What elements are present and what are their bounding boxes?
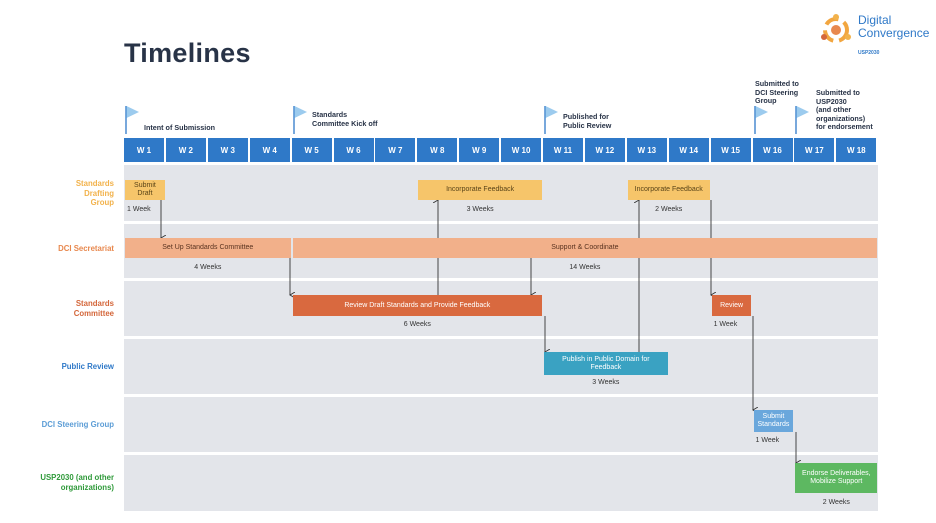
logo-icon (821, 14, 851, 43)
milestone-label-line: Published for (563, 112, 609, 121)
logo-text-digital: Digital (858, 13, 892, 27)
task-bar: Incorporate Feedback (418, 180, 542, 200)
milestone-label-line: (and other (816, 105, 852, 114)
swimlane-band (124, 455, 878, 511)
swimlane-label: DCI Steering Group (41, 420, 114, 429)
task-bar: Review Draft Standards and Provide Feedb… (292, 295, 542, 316)
week-header-cell: W 14 (668, 138, 709, 162)
swimlane-label: Public Review (61, 362, 114, 371)
week-header-cell: W 5 (291, 138, 332, 162)
week-header-cell: W 9 (459, 138, 500, 162)
week-header-cell: W 17 (794, 138, 835, 162)
task-bar: Incorporate Feedback (627, 180, 710, 200)
task-bar: Submit Standards (753, 410, 794, 432)
swimlane-label: Standards Drafting Group (75, 179, 114, 207)
task-bar: Support & Coordinate (292, 238, 878, 258)
logo-text-sub: USP2030 (858, 50, 880, 56)
week-header-cell: W 8 (417, 138, 458, 162)
week-header-cell: W 4 (249, 138, 290, 162)
task-bar: Set Up Standards Committee (125, 238, 291, 258)
task-duration: 1 Week (755, 437, 780, 444)
week-header-cell: W 13 (626, 138, 667, 162)
week-header-cell: W 2 (165, 138, 206, 162)
milestone-flag-icon (795, 106, 810, 134)
page-title: Timelines (124, 38, 251, 68)
task-duration: 1 Week (713, 321, 738, 328)
milestone-label-line: DCI Steering (755, 87, 799, 97)
task-duration: 2 Weeks (655, 206, 683, 213)
milestone-label-line: Submitted to (816, 88, 860, 97)
milestone-label-line: Submitted to (755, 79, 799, 88)
milestone-label-line: for endorsement (816, 122, 873, 131)
task-bar: Endorse Deliverables, Mobilize Support (795, 463, 878, 493)
logo: Digital Convergence USP2030 (818, 12, 930, 56)
week-header-cell: W 16 (752, 138, 793, 162)
milestone-flag-icon (125, 106, 139, 134)
week-header-cell: W 12 (584, 138, 625, 162)
milestone-flag-icon (544, 106, 558, 134)
milestone-flag-icon (292, 106, 307, 134)
task-duration: 6 Weeks (403, 321, 431, 328)
week-header-cell: W 18 (836, 138, 877, 162)
swimlane-label: USP2030 (and other organizations) (40, 473, 114, 492)
milestone-label-line: organizations) (816, 113, 866, 123)
milestone-flag-icon (753, 106, 768, 134)
logo-text-convergence: Convergence (858, 26, 930, 40)
swimlane-label: DCI Secretariat (58, 244, 114, 253)
task-bar: Submit Draft (125, 180, 165, 200)
week-header-cell: W 3 (207, 138, 248, 162)
task-duration: 14 Weeks (569, 264, 601, 271)
task-bar: Publish in Public Domain for Feedback (544, 352, 668, 375)
milestone-label-line: USP2030 (816, 96, 847, 106)
milestone-label-line: Group (755, 96, 777, 105)
week-header-cell: W 7 (375, 138, 416, 162)
week-header-cell: W 11 (543, 138, 583, 162)
swimlane-band (124, 339, 878, 394)
milestone-label-line: Standards (312, 110, 348, 119)
milestone-label: Intent of Submission (144, 123, 216, 133)
swimlane-band (124, 397, 878, 452)
milestone-label-line: Committee Kick off (312, 118, 378, 128)
task-duration: 1 Week (127, 206, 151, 213)
week-header-cell: W 1 (124, 138, 164, 162)
milestone-label-line: Intent of Submission (144, 123, 216, 132)
task-duration: 4 Weeks (194, 264, 222, 271)
task-duration: 3 Weeks (466, 206, 494, 213)
week-header-cell: W 15 (710, 138, 751, 162)
task-bar: Review (711, 295, 752, 316)
milestone-label-line: Public Review (563, 120, 612, 130)
swimlane-label: Standards Committee (73, 299, 114, 318)
week-header-cell: W 6 (333, 138, 374, 162)
task-duration: 2 Weeks (822, 499, 850, 506)
week-header-cell: W 10 (501, 138, 542, 162)
task-duration: 3 Weeks (592, 379, 620, 386)
